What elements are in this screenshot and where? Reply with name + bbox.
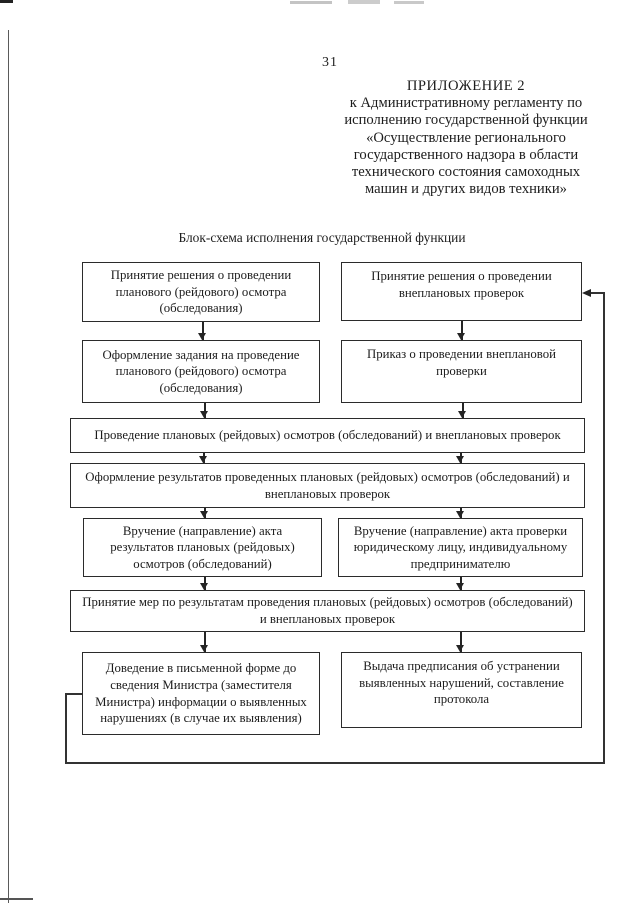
appendix-subtitle-line: к Административному регламенту по	[349, 95, 583, 112]
flowchart-box-conduct-inspections: Проведение плановых (рейдовых) осмотров …	[70, 418, 585, 453]
flowchart-box-plan-inspection-decision: Принятие решения о проведении планового …	[82, 262, 320, 322]
arrow-task-to-conduct	[201, 403, 208, 418]
scan-artifact-top-left	[0, 0, 13, 3]
flowchart-box-deliver-inspection-act: Вручение (направление) акта результатов …	[83, 518, 322, 577]
arrow-results-to-check-act	[457, 508, 464, 518]
scan-artifact-top-smudge	[290, 1, 332, 4]
arrow-inspection-act-to-measures	[201, 577, 208, 590]
appendix-subtitle-line: «Осуществление регионального	[366, 129, 566, 146]
arrow-plan-decision-to-task	[199, 322, 206, 340]
scan-artifact-top-smudge	[348, 0, 380, 4]
loop-bottom-horizontal	[65, 762, 605, 764]
flowchart-box-deliver-check-act: Вручение (направление) акта проверки юри…	[338, 518, 583, 577]
arrow-order-to-conduct	[459, 403, 466, 418]
flowchart-box-plan-inspection-task: Оформление задания на проведение планово…	[82, 340, 320, 403]
scan-artifact-left-edge	[8, 30, 9, 903]
flowchart-box-unscheduled-check-order: Приказ о проведении внеплановой проверки	[341, 340, 582, 403]
arrow-measures-to-prescription	[457, 632, 464, 652]
arrow-check-act-to-measures	[457, 577, 464, 590]
appendix-subtitle-line: машин и других видов техники»	[365, 181, 567, 198]
arrow-measures-to-inform	[201, 632, 208, 652]
loop-arrowhead-into-unscheduled-decision	[582, 288, 591, 297]
flowchart-box-take-measures: Принятие мер по результатам проведения п…	[70, 590, 585, 632]
flowchart-box-unscheduled-check-decision: Принятие решения о проведении внеплановы…	[341, 262, 582, 321]
loop-right-vertical	[603, 292, 605, 763]
loop-exit-horizontal	[65, 693, 82, 695]
flowchart-box-issue-prescription: Выдача предписания об устранении выявлен…	[341, 652, 582, 728]
arrow-unscheduled-decision-to-order	[458, 321, 465, 340]
appendix-header: ПРИЛОЖЕНИЕ 2 к Административному регламе…	[333, 78, 599, 198]
appendix-subtitle-line: исполнению государственной функции	[344, 112, 588, 129]
appendix-subtitle-line: технического состояния самоходных	[351, 164, 581, 181]
scan-artifact-bottom-left	[0, 898, 33, 900]
appendix-subtitle-line: государственного надзора в области	[353, 146, 579, 163]
arrow-conduct-to-results-right	[457, 453, 464, 463]
loop-left-vertical	[65, 693, 67, 763]
flowchart-box-inform-minister: Доведение в письменной форме до сведения…	[82, 652, 320, 735]
page-number: 31	[322, 55, 338, 70]
loop-top-horizontal	[589, 292, 604, 294]
appendix-title: ПРИЛОЖЕНИЕ 2	[406, 78, 526, 94]
arrow-results-to-inspection-act	[201, 508, 208, 518]
flowchart-box-document-results: Оформление результатов проведенных плано…	[70, 463, 585, 508]
flowchart-title: Блок-схема исполнения государственной фу…	[178, 230, 466, 245]
arrow-conduct-to-results-left	[200, 453, 207, 463]
scan-artifact-top-smudge	[394, 1, 424, 4]
